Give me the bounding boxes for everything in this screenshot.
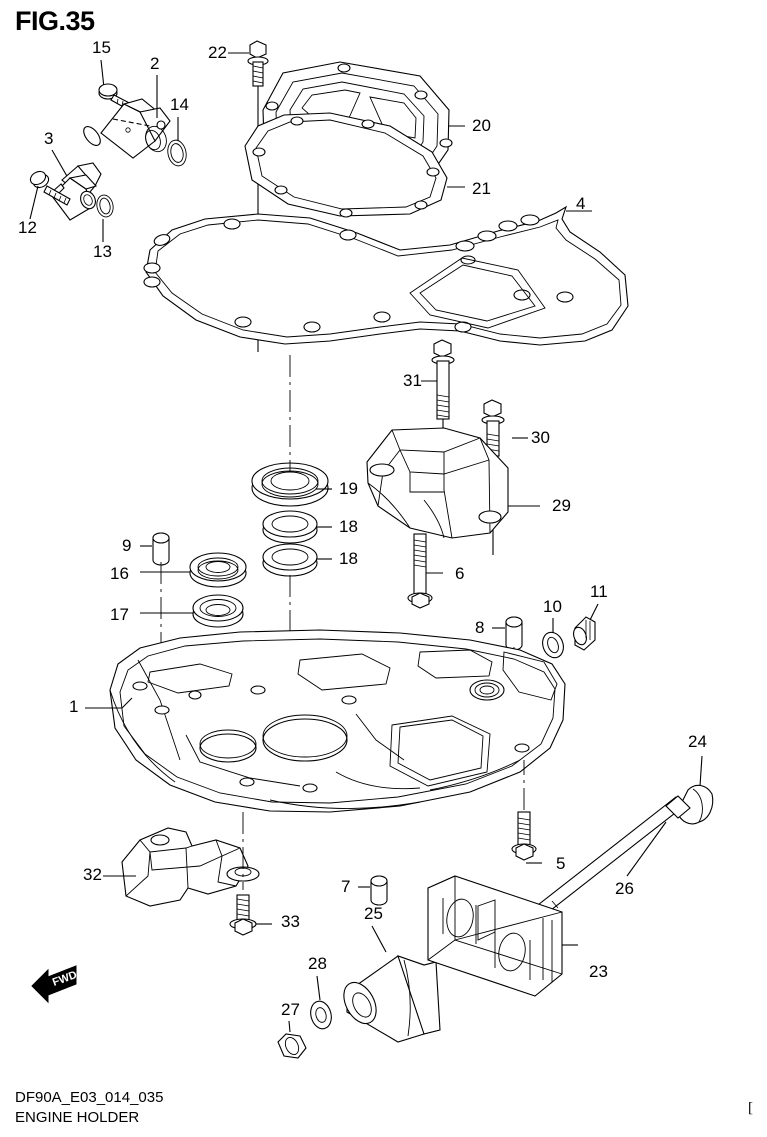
part-33-bolt: [226, 812, 272, 936]
callout-label-23: 23: [589, 962, 608, 981]
fwd-orientation-marker: FWD: [31, 965, 79, 1004]
callout-label-2: 2: [150, 54, 160, 73]
callout-label-18: 18: [339, 517, 358, 536]
part-11-plug: [573, 603, 599, 651]
part-5-bolt: [511, 760, 542, 864]
callout-label-16: 16: [110, 564, 129, 583]
callout-label-1: 1: [69, 697, 79, 716]
part-4-engine-holder-gasket: [143, 205, 629, 346]
callout-label-24: 24: [688, 732, 707, 751]
callout-label-12: 12: [18, 218, 37, 237]
part-10-washer: [542, 618, 564, 659]
part-14-o-ring: [167, 117, 187, 167]
callout-label-32: 32: [83, 865, 102, 884]
part-32-lower-mount-bracket: [103, 827, 249, 907]
callout-label-22: 22: [208, 43, 227, 62]
part-7-dowel-pin: [358, 875, 388, 906]
callout-label-4: 4: [576, 194, 586, 213]
part-29-upper-mount-bracket: [366, 427, 540, 539]
callout-label-18b: 18: [339, 549, 358, 568]
part-24-mount-cap: [676, 755, 714, 825]
callout-label-10: 10: [543, 597, 562, 616]
part-13-o-ring: [96, 194, 114, 242]
callout-label-11: 11: [590, 582, 608, 601]
callout-label-27: 27: [281, 1000, 300, 1019]
part-30-bolt: [481, 399, 528, 555]
callout-label-30: 30: [531, 428, 550, 447]
callout-label-15: 15: [92, 38, 111, 57]
part-17-oil-seal: [140, 594, 244, 628]
part-27-nut: [277, 1020, 307, 1059]
callout-label-5: 5: [556, 854, 566, 873]
part-18-oil-seal-2: [262, 543, 332, 577]
part-6-bolt: [407, 533, 443, 609]
callout-label-26: 26: [615, 879, 634, 898]
part-28-washer: [310, 975, 332, 1030]
part-19-bearing: [251, 462, 332, 507]
part-23-engine-mount-block: [427, 875, 578, 997]
part-18-oil-seal-1: [262, 510, 332, 544]
footer-part-code: DF90A_E03_014_035: [15, 1089, 164, 1106]
callout-label-13: 13: [93, 242, 112, 261]
part-16-bearing: [140, 552, 247, 588]
callout-label-14: 14: [170, 95, 189, 114]
part-9-dowel-pin: [140, 532, 170, 718]
part-2-water-tube-joint: [83, 75, 171, 159]
part-3-oil-pressure-switch: [29, 149, 102, 221]
callout-label-9: 9: [122, 536, 132, 555]
footer: DF90A_E03_014_035 ENGINE HOLDER: [15, 1088, 163, 1128]
callout-label-31: 31: [403, 371, 422, 390]
callout-label-6: 6: [455, 564, 465, 583]
callout-label-17: 17: [110, 605, 129, 624]
callout-label-33: 33: [281, 912, 300, 931]
callout-label-25: 25: [364, 904, 383, 923]
callout-label-21: 21: [472, 179, 491, 198]
figure-title: FIG.35: [15, 6, 95, 36]
part-1-engine-holder-body: [85, 629, 566, 813]
callout-label-3: 3: [44, 129, 54, 148]
callout-label-7: 7: [341, 877, 351, 896]
callout-label-8: 8: [475, 618, 485, 637]
callout-label-29: 29: [552, 496, 571, 515]
footer-assembly-name: ENGINE HOLDER: [15, 1109, 140, 1126]
part-21-oil-pan-gasket: [244, 112, 465, 218]
part-25-mount-bushing: [343, 925, 441, 1043]
callout-label-28: 28: [308, 954, 327, 973]
part-31-bolt: [421, 339, 455, 513]
callout-label-19: 19: [339, 479, 358, 498]
callout-label-20: 20: [472, 116, 491, 135]
corner-bracket-mark: [: [748, 1100, 753, 1116]
